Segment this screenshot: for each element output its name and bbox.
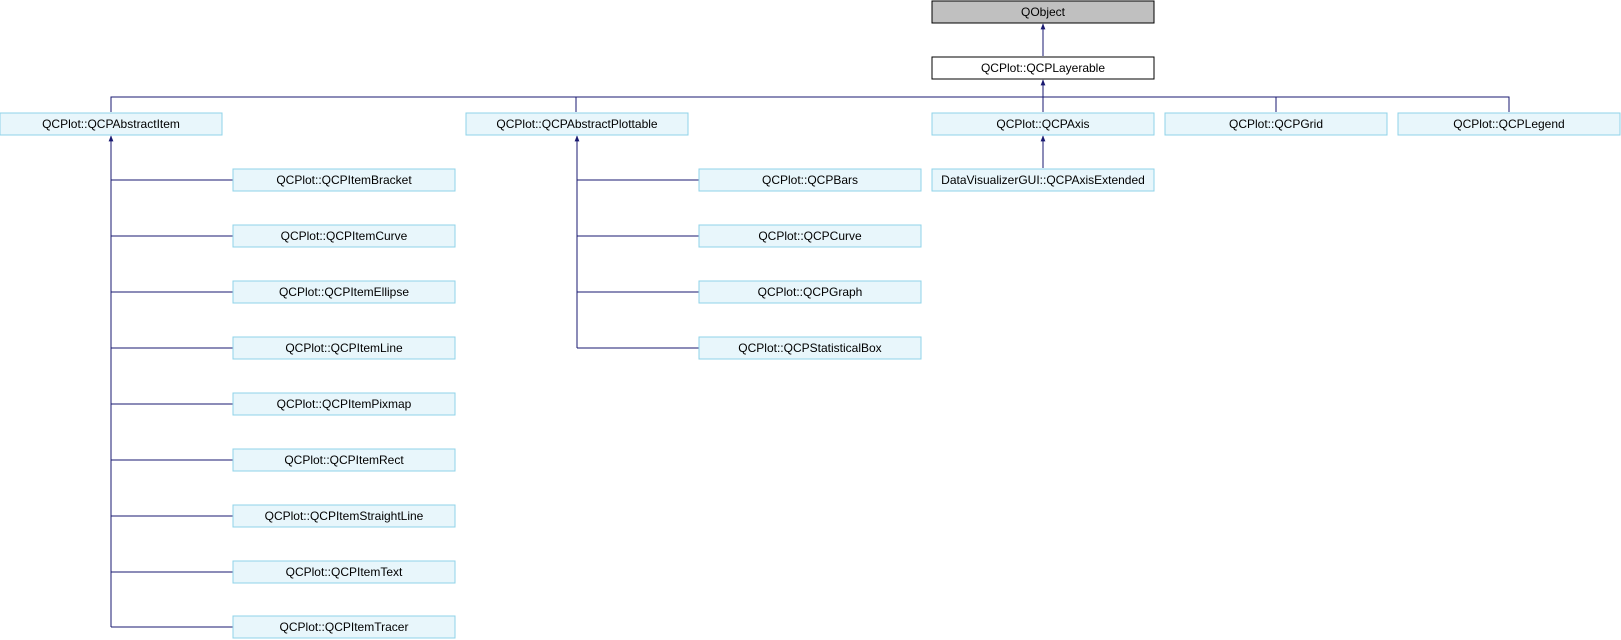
- node-label: QCPlot::QCPItemRect: [284, 453, 404, 467]
- edge-abstract-item-to-layerable: [110, 96, 1043, 112]
- node-item-bracket[interactable]: QCPlot::QCPItemBracket: [232, 168, 456, 192]
- node-label: QCPlot::QCPCurve: [758, 229, 862, 243]
- node-label: QCPlot::QCPGraph: [758, 285, 863, 299]
- node-statistical-box[interactable]: QCPlot::QCPStatisticalBox: [698, 336, 922, 360]
- node-curve[interactable]: QCPlot::QCPCurve: [698, 224, 922, 248]
- edge-grid-to-layerable: [1043, 96, 1277, 112]
- node-abstract-plottable[interactable]: QCPlot::QCPAbstractPlottable: [465, 112, 689, 136]
- node-label: QCPlot::QCPLegend: [1453, 117, 1564, 131]
- node-item-text[interactable]: QCPlot::QCPItemText: [232, 560, 456, 584]
- node-layerable[interactable]: QCPlot::QCPLayerable: [931, 56, 1155, 80]
- node-label: QCPlot::QCPBars: [762, 173, 858, 187]
- node-label: QCPlot::QCPAbstractPlottable: [496, 117, 658, 131]
- node-label: QCPlot::QCPItemCurve: [281, 229, 408, 243]
- node-label: QCPlot::QCPItemText: [286, 565, 403, 579]
- node-graph[interactable]: QCPlot::QCPGraph: [698, 280, 922, 304]
- node-abstract-item[interactable]: QCPlot::QCPAbstractItem: [0, 112, 223, 136]
- node-label: QCPlot::QCPItemEllipse: [279, 285, 409, 299]
- node-label: DataVisualizerGUI::QCPAxisExtended: [941, 173, 1145, 187]
- node-label: QCPlot::QCPItemTracer: [280, 620, 409, 634]
- node-axis[interactable]: QCPlot::QCPAxis: [931, 112, 1155, 136]
- node-axis-extended[interactable]: DataVisualizerGUI::QCPAxisExtended: [931, 168, 1155, 192]
- node-item-pixmap[interactable]: QCPlot::QCPItemPixmap: [232, 392, 456, 416]
- edge-legend-to-layerable: [1276, 96, 1510, 112]
- node-grid[interactable]: QCPlot::QCPGrid: [1164, 112, 1388, 136]
- node-label: QCPlot::QCPItemBracket: [276, 173, 412, 187]
- node-item-tracer[interactable]: QCPlot::QCPItemTracer: [232, 615, 456, 639]
- node-legend[interactable]: QCPlot::QCPLegend: [1397, 112, 1621, 136]
- node-item-straight-line[interactable]: QCPlot::QCPItemStraightLine: [232, 504, 456, 528]
- node-label: QCPlot::QCPAxis: [996, 117, 1089, 131]
- node-item-ellipse[interactable]: QCPlot::QCPItemEllipse: [232, 280, 456, 304]
- node-label: QCPlot::QCPItemStraightLine: [265, 509, 424, 523]
- node-item-line[interactable]: QCPlot::QCPItemLine: [232, 336, 456, 360]
- node-label: QObject: [1021, 5, 1066, 19]
- node-label: QCPlot::QCPGrid: [1229, 117, 1323, 131]
- node-label: QCPlot::QCPStatisticalBox: [738, 341, 881, 355]
- node-label: QCPlot::QCPItemLine: [285, 341, 403, 355]
- node-bars[interactable]: QCPlot::QCPBars: [698, 168, 922, 192]
- node-label: QCPlot::QCPAbstractItem: [42, 117, 180, 131]
- node-qobject[interactable]: QObject: [931, 0, 1155, 24]
- node-item-curve[interactable]: QCPlot::QCPItemCurve: [232, 224, 456, 248]
- inheritance-edges: [108, 23, 1510, 628]
- node-label: QCPlot::QCPItemPixmap: [277, 397, 412, 411]
- node-label: QCPlot::QCPLayerable: [981, 61, 1105, 75]
- node-item-rect[interactable]: QCPlot::QCPItemRect: [232, 448, 456, 472]
